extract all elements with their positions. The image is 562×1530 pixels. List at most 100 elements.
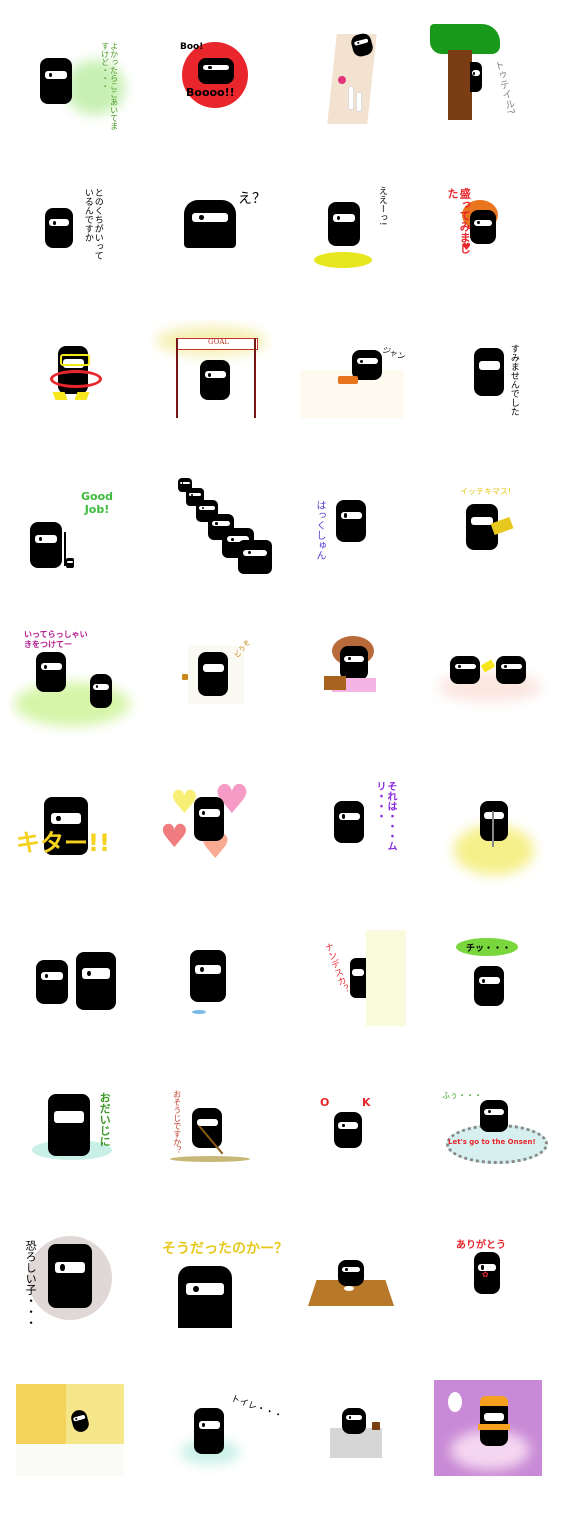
ninja-character (30, 522, 62, 568)
sticker-24[interactable] (430, 775, 562, 925)
tree-trunk (448, 50, 472, 120)
sticker-30[interactable]: おそうじですか？ (150, 1080, 290, 1230)
sticker-23[interactable]: それは・・・ムリ・・・ (290, 775, 430, 925)
ninja-character (48, 1094, 90, 1156)
sticker-20[interactable] (430, 620, 562, 770)
ninja-character (350, 958, 366, 998)
bowling-pin (348, 86, 354, 110)
sticker-caption: はっくしゅん (314, 500, 325, 560)
sticker-5[interactable]: とのくちがいっているんですか (10, 170, 150, 320)
left-wall (16, 1384, 66, 1444)
cup (372, 1422, 380, 1430)
sticker-caption: おだいじに (98, 1092, 112, 1147)
plate (344, 1286, 354, 1291)
sticker-12[interactable]: すみませんでした (430, 320, 562, 470)
wall (366, 930, 406, 1026)
ninja-character (480, 1100, 508, 1132)
sticker-8[interactable]: 盛ってみました ♥ (430, 170, 562, 320)
sticker-caption-right: K (362, 1096, 371, 1109)
sticker-17[interactable]: いってらっしゃい きをつけてー (10, 620, 150, 770)
sticker-27[interactable]: ナンデスカ？ (290, 930, 430, 1080)
ninja-character (474, 1252, 500, 1294)
ninja-character (76, 952, 116, 1010)
ninja-character (450, 656, 480, 684)
sticker-caption: ありがとう (456, 1240, 506, 1251)
ninja-character (90, 674, 112, 708)
floor (170, 1156, 250, 1162)
sticker-caption: トゥテイル? (491, 59, 516, 116)
sticker-6[interactable]: え？ (150, 170, 290, 320)
ninja-character (36, 960, 68, 1004)
sticker-caption: すみませんでした (508, 344, 519, 416)
sticker-16[interactable]: イッテキマス! (430, 470, 562, 620)
sticker-35[interactable] (290, 1230, 430, 1380)
sticker-25[interactable] (10, 930, 150, 1080)
sticker-36[interactable]: ありがとう ✿ (430, 1230, 562, 1380)
sticker-15[interactable]: はっくしゅん (290, 470, 430, 620)
swim-ring (50, 370, 102, 388)
heart-icon: ♥ (170, 783, 199, 821)
sticker-caption: キター!! (16, 829, 110, 857)
sticker-10[interactable]: GOAL (150, 320, 290, 470)
sticker-13[interactable]: Good Job! (10, 470, 150, 620)
sticker-40[interactable] (430, 1380, 562, 1530)
ninja-character (198, 58, 234, 84)
sticker-4[interactable]: トゥテイル? (430, 20, 562, 170)
sticker-3[interactable] (290, 20, 430, 170)
sticker-9[interactable] (10, 320, 150, 470)
sticker-21[interactable]: キター!! (10, 775, 150, 925)
sticker-22[interactable]: ♥ ♥ ♥ ♥ (150, 775, 290, 925)
sticker-caption: Good Job! (80, 490, 114, 516)
glass (480, 659, 496, 673)
goal-post (176, 338, 178, 418)
ninja-character (480, 801, 508, 841)
sticker-38[interactable]: トイレ・・・ (150, 1380, 290, 1530)
ninja-character (45, 208, 73, 248)
sticker-26[interactable] (150, 930, 290, 1080)
ninja-character (48, 1244, 92, 1308)
ninja-character (192, 1108, 222, 1148)
ninja-character (328, 202, 360, 246)
sticker-33[interactable]: 恐ろしい子・・・ (10, 1230, 150, 1380)
sticker-34[interactable]: そうだったのかー？ (150, 1230, 290, 1380)
yellow-shadow (314, 252, 372, 268)
ninja-character (334, 1112, 362, 1148)
ninja-character (342, 1408, 366, 1434)
sticker-32[interactable]: ふぅ・・・ Let's go to the Onsen! (430, 1080, 562, 1230)
ninja-character (340, 646, 368, 680)
microphone-stand (492, 811, 494, 847)
sticker-18[interactable]: どうぞ (150, 620, 290, 770)
box-item (338, 376, 358, 384)
sticker-14[interactable] (150, 470, 290, 620)
ninja-character (198, 652, 228, 696)
sticker-28[interactable]: チッ・・・ (430, 930, 562, 1080)
heart-icon: ♥ (462, 242, 471, 253)
sticker-caption: イッテキマス! (460, 487, 512, 496)
sticker-29[interactable]: おだいじに (10, 1080, 150, 1230)
sticker-7[interactable]: ええーっ! (290, 170, 430, 320)
sticker-caption: 恐ろしい子・・・ (24, 1240, 38, 1328)
small-ninja (66, 558, 74, 568)
sticker-1[interactable]: よかったらここあいてますけど・・・ (10, 20, 150, 170)
sticker-caption: ジャン (381, 345, 407, 362)
sticker-caption: トイレ・・・ (229, 1393, 284, 1422)
sticker-37[interactable] (10, 1380, 150, 1530)
scarf (478, 1424, 510, 1430)
ninja-character (200, 360, 230, 400)
ninja-character (470, 210, 496, 244)
ninja-character (178, 1266, 232, 1328)
sticker-19[interactable] (290, 620, 430, 770)
sticker-caption-bottom: Boooo!! (186, 86, 235, 99)
sticker-11[interactable]: ジャン (290, 320, 430, 470)
sticker-31[interactable]: O K (290, 1080, 430, 1230)
sticker-2[interactable]: Boo! Boooo!! (150, 20, 290, 170)
sticker-39[interactable] (290, 1380, 430, 1530)
bowling-pin (356, 92, 362, 112)
heart-icon: ♥ (160, 817, 189, 855)
sticker-caption: そうだったのかー？ (162, 1241, 288, 1257)
ninja-character (474, 348, 504, 396)
sticker-caption-top: Boo! (180, 42, 204, 52)
ninja-character (194, 797, 224, 841)
sticker-caption: え？ (238, 191, 266, 207)
